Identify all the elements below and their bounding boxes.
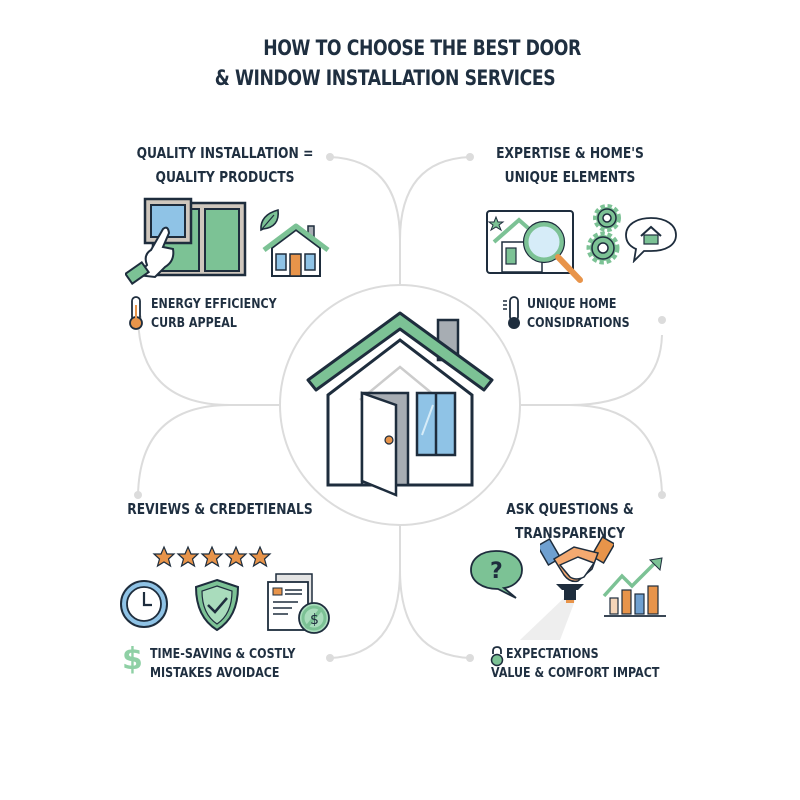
documents-no-money-icon: $ [267,573,330,634]
sub-line: CURB APPEAL [151,315,237,331]
sub-line: CONSIDRATIONS [527,315,630,331]
thermometer-icon [503,296,520,329]
svg-text:?: ? [490,559,503,584]
sub-line: ENERGY EFFICIENCY [151,296,277,312]
heading-line: EXPERTISE & HOME'S [496,144,644,162]
house-magnifier-icon [486,210,583,283]
sub-line: MISTAKES AVOIDACE [150,665,280,681]
leaf-icon [260,208,280,232]
section-reviews-sub: TIME-SAVING & COSTLY MISTAKES AVOIDACE [150,645,295,683]
section-quality-sub: ENERGY EFFICIENCY CURB APPEAL [151,295,277,333]
heading-line: QUALITY INSTALLATION = [136,144,314,162]
heading-line: ASK QUESTIONS & TRANSPARENCY [506,500,634,542]
heading-line: UNIQUE ELEMENTS [504,168,636,186]
heading-line: REVIEWS & CREDETIENALS [127,500,313,518]
clock-icon [120,580,168,628]
page-title-line1: HOW TO CHOOSE THE BEST DOOR [263,36,581,60]
house-open-door-icon [306,311,494,497]
page-title-line2: & WINDOW INSTALLATION SERVICES [214,66,556,90]
svg-text:$: $ [310,612,319,628]
section-transparency-sub-line2: VALUE & COMFORT IMPACT [491,664,659,683]
thermometer-icon [129,296,143,330]
speech-bubble-house-icon [625,217,677,263]
small-house-icon [262,223,330,277]
five-star-rating-icon [152,545,272,568]
spotlight-icon [520,584,584,640]
dollar-icon: $ [122,642,143,677]
growth-chart-icon [602,557,666,617]
sub-line: TIME-SAVING & COSTLY [150,646,296,662]
heading-line: QUALITY PRODUCTS [155,168,295,186]
section-transparency-sub: EXPECTATIONS [506,645,599,664]
section-expertise-sub: UNIQUE HOME CONSIDRATIONS [527,295,630,333]
sub-line: UNIQUE HOME [527,296,617,312]
lock-icon [490,646,504,667]
question-bubble-icon: ? [470,550,523,599]
section-reviews-heading: REVIEWS & CREDETIENALS [118,497,323,521]
shield-check-icon [194,578,240,632]
sub-line: EXPECTATIONS [506,646,599,662]
hand-window-icon [125,197,247,285]
section-expertise-heading: EXPERTISE & HOME'S UNIQUE ELEMENTS [468,141,673,189]
gears-icon [586,204,621,265]
sub-line: VALUE & COMFORT IMPACT [491,665,660,681]
handshake-icon [540,535,614,583]
section-transparency-heading: ASK QUESTIONS & TRANSPARENCY [451,497,689,545]
section-quality-heading: QUALITY INSTALLATION = QUALITY PRODUCTS [123,141,328,189]
